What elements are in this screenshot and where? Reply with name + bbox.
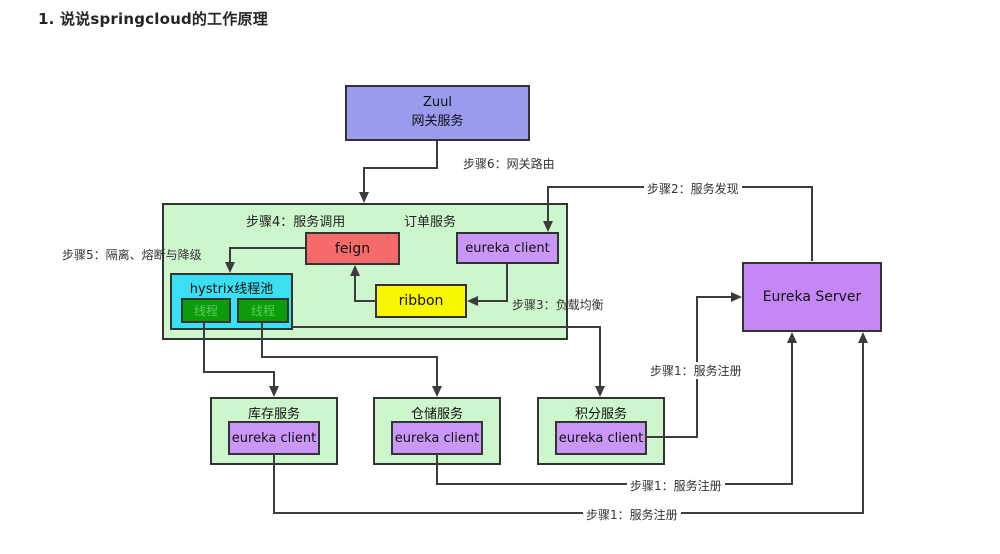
- step4-label: 步骤4：服务调用: [246, 215, 346, 230]
- warehouse-service-title: 仓储服务: [410, 407, 463, 422]
- order-eureka-client-node: eureka client: [456, 232, 559, 264]
- order-service-title: 订单服务: [404, 215, 457, 230]
- edge-label-step1-bottom: 步骤1：服务注册: [583, 506, 681, 523]
- edge-label-step2: 步骤2：服务发现: [644, 180, 742, 197]
- edge-label-step1-right: 步骤1：服务注册: [647, 362, 745, 379]
- edge-step6-gateway-routing: [363, 141, 438, 193]
- edge-label-step6: 步骤6：网关路由: [463, 157, 555, 171]
- edge-label-step3: 步骤3：负载均衡: [512, 298, 604, 312]
- feign-node: feign: [305, 232, 400, 265]
- thread-label-1: 线程: [193, 304, 218, 318]
- order-eureka-client-label: eureka client: [465, 240, 550, 256]
- zuul-sublabel: 网关服务: [411, 114, 464, 129]
- eureka-server-node: Eureka Server: [742, 262, 882, 332]
- arrowhead-down-inventory: [269, 386, 279, 397]
- edge-label-step1-mid: 步骤1：服务注册: [627, 477, 725, 494]
- edge-label-step5: 步骤5：隔离、熔断与降级: [62, 248, 202, 262]
- warehouse-eureka-client-node: eureka client: [391, 421, 483, 455]
- warehouse-eureka-client-label: eureka client: [394, 430, 480, 446]
- zuul-label: Zuul: [423, 95, 452, 111]
- hystrix-label: hystrix线程池: [189, 282, 274, 297]
- eureka-server-label: Eureka Server: [762, 289, 862, 305]
- feign-label: feign: [334, 240, 371, 257]
- thread-label-2: 线程: [250, 304, 275, 318]
- points-service-title: 积分服务: [574, 407, 627, 422]
- points-eureka-client-node: eureka client: [555, 421, 647, 455]
- edge-step2-service-discovery: [547, 186, 813, 261]
- arrowhead-right-eureka-server: [731, 292, 742, 302]
- thread-node-1: 线程: [181, 298, 231, 323]
- arrowhead-down-order-service: [359, 192, 369, 203]
- inventory-eureka-client-node: eureka client: [228, 421, 320, 455]
- ribbon-label: ribbon: [398, 293, 444, 309]
- arrowhead-up-eureka-server-right: [858, 332, 868, 343]
- zuul-gateway-node: Zuul 网关服务: [345, 85, 530, 141]
- page-title: 1. 说说springcloud的工作原理: [38, 10, 268, 28]
- thread-node-2: 线程: [237, 298, 289, 323]
- inventory-eureka-client-label: eureka client: [231, 430, 317, 446]
- points-eureka-client-label: eureka client: [558, 430, 644, 446]
- arrowhead-down-warehouse: [432, 386, 442, 397]
- ribbon-node: ribbon: [375, 284, 467, 318]
- arrowhead-down-points: [595, 386, 605, 397]
- inventory-service-title: 库存服务: [247, 407, 300, 422]
- arrowhead-up-eureka-server-left: [787, 332, 797, 343]
